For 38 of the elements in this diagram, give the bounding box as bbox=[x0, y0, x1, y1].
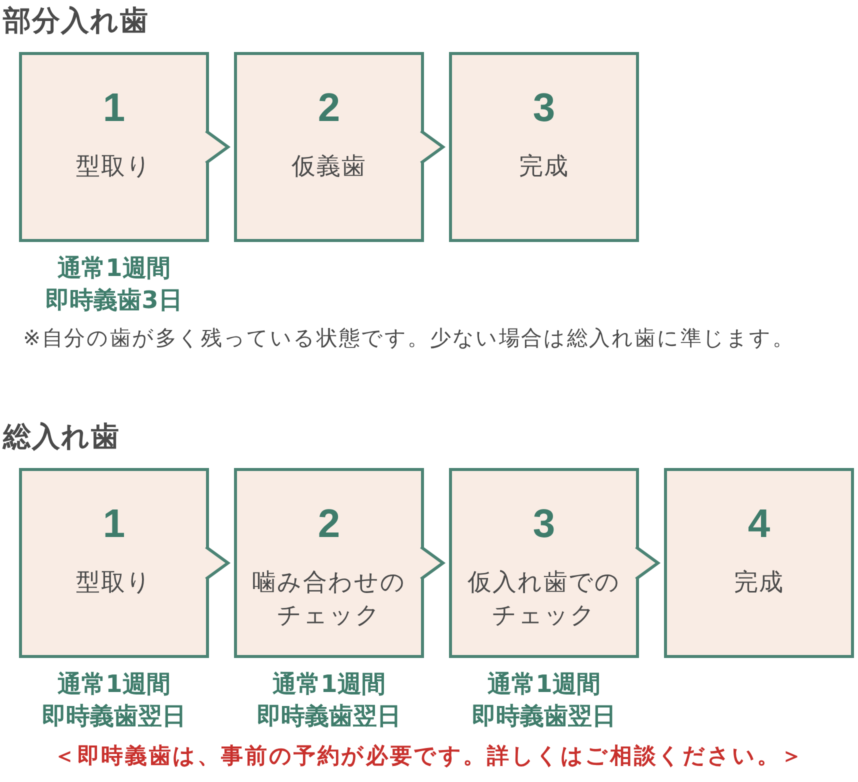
step-number: 3 bbox=[532, 502, 556, 546]
step-box bbox=[449, 468, 639, 658]
step-box bbox=[664, 468, 854, 658]
step-label: 仮入れ歯でのチェック bbox=[466, 567, 622, 631]
step-number: 1 bbox=[102, 86, 126, 130]
duration-note: 通常1週間 bbox=[58, 669, 170, 700]
step-number: 3 bbox=[532, 86, 556, 130]
duration-note: 通常1週間 bbox=[488, 669, 600, 700]
duration-note: 即時義歯翌日 bbox=[257, 701, 401, 732]
step-box bbox=[449, 52, 639, 242]
duration-note: 通常1週間 bbox=[272, 669, 386, 700]
footnote: ※自分の歯が多く残っている状態です。少ない場合は総入れ歯に準じます。 bbox=[23, 325, 795, 352]
chevron-arrow bbox=[205, 546, 231, 580]
duration-note: 即時義歯3日 bbox=[46, 285, 182, 316]
step-number: 2 bbox=[318, 502, 340, 546]
step-box bbox=[19, 52, 209, 242]
step-label: 完成 bbox=[519, 151, 569, 182]
chevron-arrow bbox=[420, 546, 446, 580]
section-heading: 部分入れ歯 bbox=[3, 4, 149, 38]
notice-text: ＜即時義歯は、事前の予約が必要です。詳しくはご相談ください。＞ bbox=[54, 743, 804, 771]
step-number: 4 bbox=[748, 502, 770, 546]
chevron-arrow bbox=[420, 130, 446, 164]
chevron-arrow bbox=[635, 546, 661, 580]
duration-note: 通常1週間 bbox=[58, 253, 170, 284]
duration-note: 即時義歯翌日 bbox=[472, 701, 616, 732]
step-label: 完成 bbox=[734, 567, 784, 598]
duration-note: 即時義歯翌日 bbox=[42, 701, 186, 732]
step-label: 噛み合わせのチェック bbox=[251, 567, 407, 631]
step-label: 型取り bbox=[76, 151, 152, 182]
step-box bbox=[234, 468, 424, 658]
step-label: 仮義歯 bbox=[292, 151, 366, 182]
step-label: 型取り bbox=[76, 567, 152, 598]
step-box bbox=[19, 468, 209, 658]
section-heading: 総入れ歯 bbox=[3, 420, 120, 454]
step-number: 1 bbox=[102, 502, 126, 546]
chevron-arrow bbox=[205, 130, 231, 164]
step-box bbox=[234, 52, 424, 242]
step-number: 2 bbox=[318, 86, 340, 130]
